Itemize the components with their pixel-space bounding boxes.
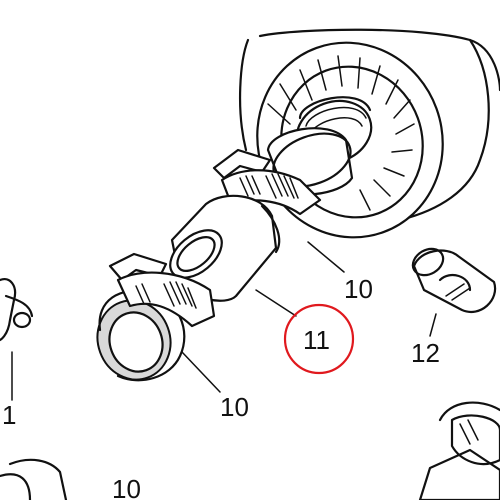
leader-lower-clamp bbox=[181, 351, 221, 393]
label-bottom-part: 10 bbox=[112, 474, 141, 500]
label-clamp-lower: 10 bbox=[220, 392, 249, 422]
hose-clamp-lower bbox=[96, 252, 216, 382]
hose-tube bbox=[169, 194, 281, 302]
label-left-part: 1 bbox=[2, 400, 16, 430]
leader-upper-clamp bbox=[307, 241, 345, 273]
hose-clamp-upper bbox=[212, 148, 322, 216]
highlight-circle bbox=[283, 303, 355, 375]
coupling-part bbox=[411, 247, 497, 313]
bottom-parts bbox=[0, 401, 500, 500]
leader-lines bbox=[11, 241, 437, 401]
leader-coupling bbox=[429, 313, 437, 337]
label-coupling: 12 bbox=[411, 338, 440, 368]
leader-hose bbox=[255, 289, 297, 317]
label-hose: 11 bbox=[303, 325, 330, 355]
label-clamp-upper: 10 bbox=[344, 274, 373, 304]
left-bracket bbox=[0, 278, 34, 342]
